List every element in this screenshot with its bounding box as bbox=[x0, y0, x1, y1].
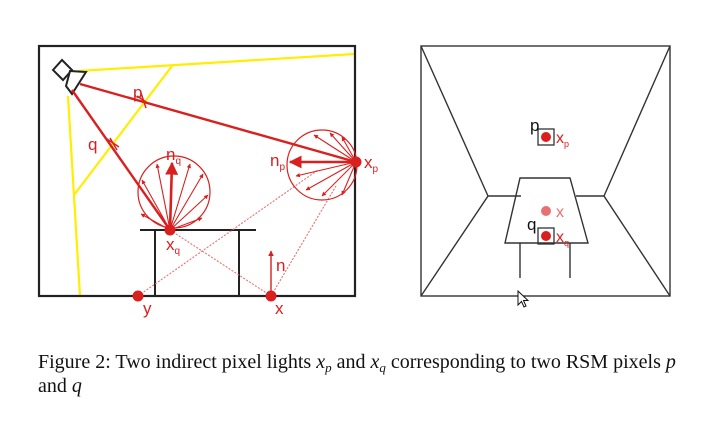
hemisphere-xp bbox=[286, 129, 358, 201]
room-outline bbox=[37, 44, 357, 298]
label-q: q bbox=[88, 135, 97, 154]
label-xp: xp bbox=[364, 153, 379, 175]
label-p: p bbox=[530, 116, 539, 135]
label-p: p bbox=[133, 83, 142, 102]
label-xq: xq bbox=[556, 229, 569, 248]
mouse-cursor-icon bbox=[517, 290, 530, 308]
label-x: x bbox=[556, 204, 564, 221]
right-panel: p xp x q xq bbox=[420, 45, 671, 297]
indirect-rays bbox=[137, 169, 337, 297]
point-x bbox=[541, 206, 551, 216]
label-x: x bbox=[275, 299, 284, 318]
label-nq: nq bbox=[166, 145, 181, 167]
light-point-xp bbox=[541, 132, 551, 142]
light-point-xq bbox=[164, 224, 176, 236]
light-frustum bbox=[66, 52, 356, 297]
room-perspective bbox=[420, 45, 671, 297]
label-np: np bbox=[270, 151, 285, 173]
table-perspective bbox=[504, 177, 589, 278]
light-rays bbox=[71, 82, 357, 231]
light-point-xp bbox=[350, 156, 362, 168]
left-panel: p q nq xq np bbox=[37, 44, 379, 318]
label-xp: xp bbox=[556, 130, 569, 149]
rsm-pixel-p bbox=[537, 128, 555, 146]
label-q: q bbox=[527, 215, 536, 234]
label-xq: xq bbox=[166, 235, 180, 257]
label-y: y bbox=[143, 299, 152, 318]
point-y bbox=[132, 290, 144, 302]
hemisphere-xq bbox=[137, 155, 211, 231]
rsm-pixel-marks bbox=[106, 92, 150, 151]
point-x bbox=[265, 290, 277, 302]
label-n: n bbox=[276, 256, 285, 275]
figure-caption: Figure 2: Two indirect pixel lights xp a… bbox=[38, 351, 676, 397]
spotlight-icon bbox=[51, 58, 88, 96]
table bbox=[140, 229, 256, 296]
rsm-pixel-q bbox=[537, 227, 555, 245]
light-point-xq bbox=[541, 231, 551, 241]
